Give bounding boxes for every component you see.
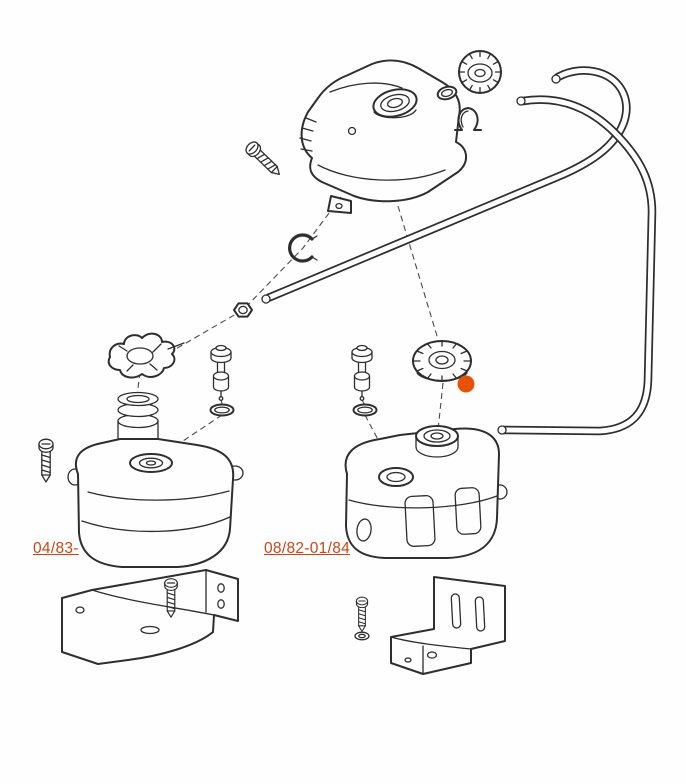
expansion-tank-right bbox=[344, 425, 508, 559]
filler-cap-right bbox=[412, 340, 472, 382]
screw-left bbox=[38, 438, 54, 483]
mounting-bracket-left bbox=[61, 569, 239, 665]
hose-long bbox=[261, 66, 631, 304]
selected-part-marker[interactable] bbox=[457, 375, 475, 393]
knurled-filler-cap bbox=[458, 50, 502, 94]
hose-clamp bbox=[454, 107, 482, 131]
washer-right bbox=[354, 631, 370, 641]
level-sensor-right bbox=[351, 344, 373, 401]
date-label-right[interactable]: 08/82-01/84 bbox=[264, 540, 351, 557]
level-sensor-left bbox=[210, 344, 232, 401]
cap-left bbox=[107, 332, 185, 379]
seal-ring bbox=[436, 85, 458, 101]
hose-short bbox=[497, 95, 657, 436]
mounting-bracket-right bbox=[390, 576, 506, 675]
assembly-leader-lines bbox=[136, 196, 444, 469]
upper-expansion-tank bbox=[299, 59, 467, 214]
screw-upper bbox=[243, 138, 285, 181]
o-ring-right bbox=[352, 403, 378, 417]
date-label-left[interactable]: 04/83- bbox=[33, 540, 79, 557]
o-ring-left bbox=[209, 403, 235, 417]
retaining-clip bbox=[288, 233, 318, 263]
expansion-tank-left bbox=[67, 391, 244, 568]
bracket-screw-right bbox=[355, 596, 369, 632]
nut bbox=[233, 302, 253, 318]
